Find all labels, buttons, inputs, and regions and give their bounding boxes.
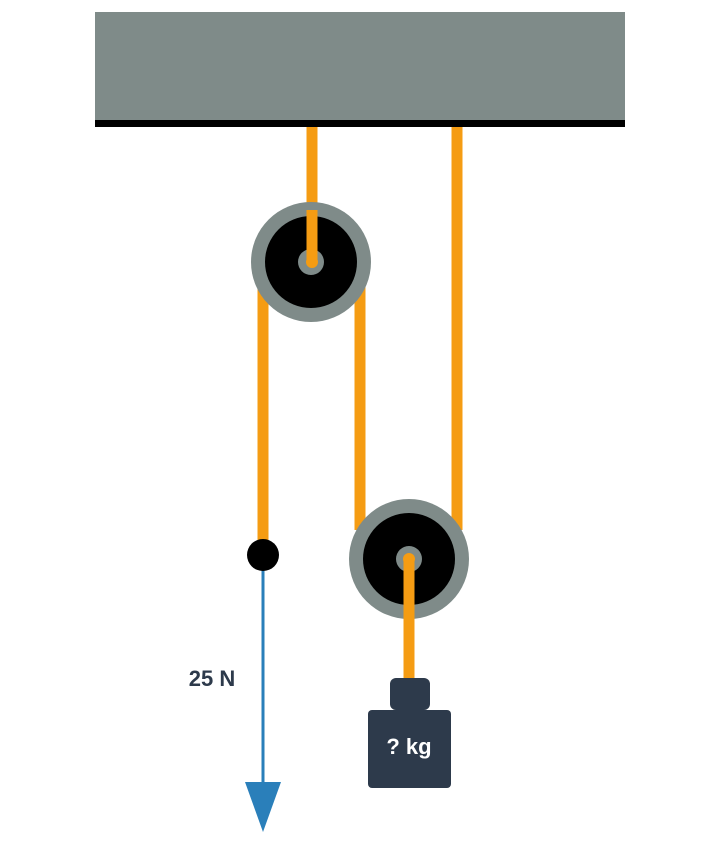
- force-label: 25 N: [189, 666, 235, 691]
- force-arrow-head: [245, 782, 281, 832]
- mass-label: ? kg: [386, 734, 431, 759]
- weight-handle: [390, 678, 430, 710]
- top-pulley-axle-cap: [306, 256, 318, 268]
- weight-body: [368, 710, 451, 788]
- ceiling-edge: [95, 120, 625, 127]
- ceiling: [95, 12, 625, 122]
- pull-point: [247, 539, 279, 571]
